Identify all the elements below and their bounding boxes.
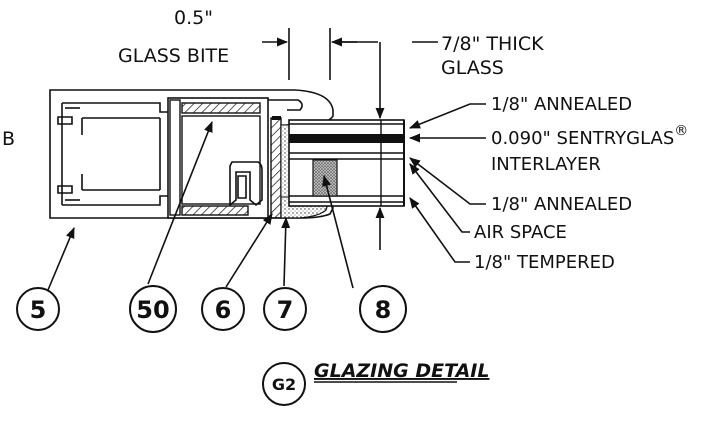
layer-label-interlayer-line2: INTERLAYER: [491, 154, 601, 175]
layer-leaders: [408, 103, 486, 263]
glass-bite-dimension: 0.5" GLASS BITE: [118, 7, 357, 80]
callout-7-label: 7: [277, 296, 294, 324]
thickness-label: GLASS: [441, 57, 504, 79]
detail-tag: G2: [272, 375, 296, 394]
callout-5-label: 5: [30, 296, 47, 324]
edge-fragment-text: B: [2, 128, 15, 150]
detail-title-block: G2 GLAZING DETAIL: [262, 360, 489, 406]
glass-thickness-dimension: 7/8" THICK GLASS: [340, 33, 544, 250]
steel-reinforcing-tube: [167, 97, 269, 219]
insulating-glass-unit: [288, 119, 405, 207]
thickness-value: 7/8" THICK: [441, 33, 544, 55]
layer-label-annealed-outer: 1/8" ANNEALED: [491, 94, 632, 115]
layer-label-annealed-inner: 1/8" ANNEALED: [491, 194, 632, 215]
callout-6: 6: [201, 287, 245, 331]
registered-mark: ®: [674, 123, 688, 139]
layer-label-air-space: AIR SPACE: [474, 222, 567, 243]
callout-5: 5: [16, 287, 60, 331]
callout-6-label: 6: [215, 296, 232, 324]
detail-title: GLAZING DETAIL: [314, 360, 489, 382]
callout-50: 50: [129, 285, 177, 333]
callout-leaders: [47, 120, 354, 291]
layer-label-tempered: 1/8" TEMPERED: [474, 252, 615, 273]
glass-bite-value: 0.5": [174, 7, 213, 29]
glass-bite-label: GLASS BITE: [118, 45, 229, 67]
glazing-stop: [229, 161, 263, 207]
layer-label-interlayer: 0.090" SENTRYGLAS®: [491, 123, 688, 149]
callout-7: 7: [263, 287, 307, 331]
callout-50-label: 50: [136, 296, 169, 324]
callout-8: 8: [359, 285, 407, 333]
callout-8-label: 8: [375, 296, 392, 324]
glazing-tape: [270, 116, 282, 219]
layer-label-interlayer-text: 0.090" SENTRYGLAS: [491, 128, 674, 149]
